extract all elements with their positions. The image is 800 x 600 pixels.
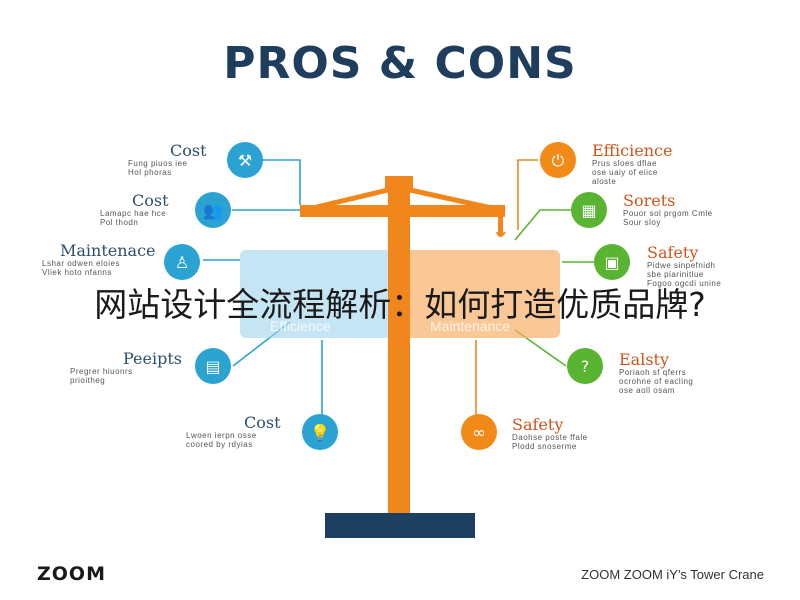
document-icon: ▦ bbox=[571, 192, 607, 228]
left-panel-label: Efficience bbox=[270, 318, 331, 334]
clipboard-icon: ▤ bbox=[195, 348, 231, 384]
left-item-label: Cost bbox=[132, 191, 169, 210]
right-panel-label: Maintenance bbox=[430, 318, 511, 334]
right-item-label: Safety bbox=[647, 243, 699, 262]
chart-icon: ▣ bbox=[594, 244, 630, 280]
handshake-icon: ∞ bbox=[461, 414, 497, 450]
svg-text:👥: 👥 bbox=[203, 201, 223, 220]
left-item-label: Cost bbox=[170, 141, 207, 160]
footer-caption: ZOOM ZOOM iY's Tower Crane bbox=[581, 567, 764, 582]
tower-crane bbox=[299, 176, 506, 538]
left-panel bbox=[240, 250, 398, 338]
crane-base bbox=[325, 513, 475, 538]
tools-icon: ⚒ bbox=[227, 142, 263, 178]
right-item-label: Sorets bbox=[623, 191, 676, 210]
svg-text:⚒: ⚒ bbox=[238, 151, 252, 170]
right-panel bbox=[398, 250, 560, 338]
svg-text:?: ? bbox=[581, 357, 590, 376]
person-icon: ♙ bbox=[164, 244, 200, 280]
brand-logo: ZOOM bbox=[37, 563, 106, 585]
page-title: PROS & CONS bbox=[223, 38, 577, 89]
svg-text:💡: 💡 bbox=[310, 423, 330, 442]
left-item-label: Peeipts bbox=[123, 349, 182, 368]
right-item-label: Safety bbox=[512, 415, 564, 434]
question-icon: ? bbox=[567, 348, 603, 384]
left-item-label: Maintenace bbox=[60, 241, 156, 260]
svg-text:▤: ▤ bbox=[205, 357, 220, 376]
right-item-label: Ealsty bbox=[619, 350, 670, 369]
right-item-label: Efficience bbox=[592, 141, 673, 160]
svg-text:⏻: ⏻ bbox=[552, 151, 565, 170]
svg-text:∞: ∞ bbox=[472, 423, 485, 442]
overlay-caption: 网站设计全流程解析：如何打造优质品牌? bbox=[94, 285, 706, 324]
workers-icon: 👥 bbox=[195, 192, 231, 228]
left-item-label: Cost bbox=[244, 413, 281, 432]
lightbulb-icon: 💡 bbox=[302, 414, 338, 450]
svg-text:▦: ▦ bbox=[581, 201, 596, 220]
power-icon: ⏻ bbox=[540, 142, 576, 178]
svg-text:♙: ♙ bbox=[175, 253, 189, 272]
svg-text:▣: ▣ bbox=[604, 253, 619, 272]
